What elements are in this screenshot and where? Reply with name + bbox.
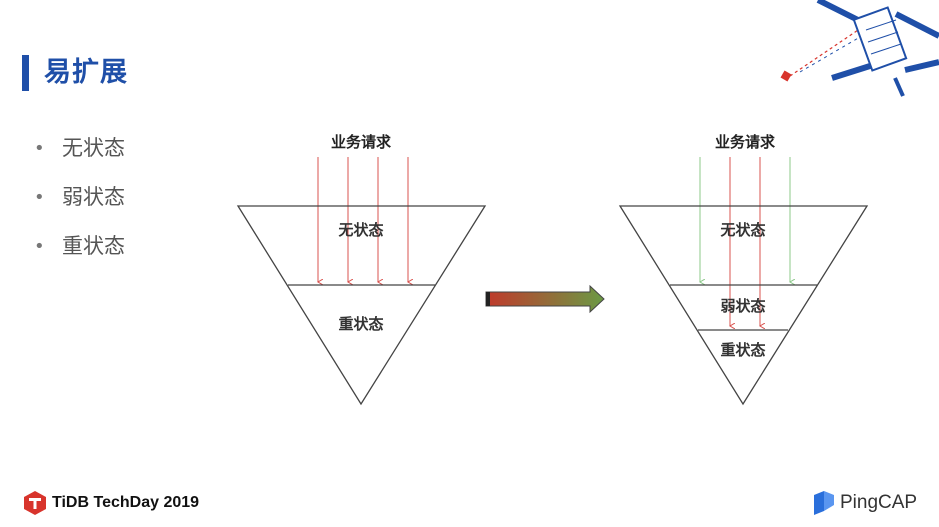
right-funnel-diagram: 业务请求 无状态 弱状态 重状态: [618, 133, 869, 406]
footer-brand-text: TiDB TechDay 2019: [52, 494, 200, 511]
bullet-item: 无状态: [34, 124, 125, 173]
left-funnel-diagram: 业务请求 无状态 重状态: [236, 133, 487, 406]
footer-brand-left: TiDB TechDay 2019: [24, 491, 199, 515]
bullet-item: 重状态: [34, 222, 125, 271]
left-request-label: 业务请求: [331, 133, 392, 151]
right-top-label: 无状态: [719, 221, 765, 239]
slide-title: 易扩展: [44, 57, 128, 88]
bullet-list: 无状态 弱状态 重状态: [34, 124, 125, 271]
funnel-outline: [618, 205, 869, 406]
pingcap-logo-icon: [814, 491, 834, 515]
left-top-label: 无状态: [337, 221, 383, 239]
right-request-label: 业务请求: [715, 133, 776, 151]
footer-brand-right-text: PingCAP: [840, 492, 918, 513]
footer-brand-right: PingCAP: [814, 491, 917, 515]
gradient-arrow-icon: [485, 284, 605, 314]
tidb-logo-icon: [24, 491, 46, 515]
bullet-item: 弱状态: [34, 173, 125, 222]
funnel-outline: [236, 205, 487, 406]
right-middle-label: 弱状态: [720, 297, 765, 315]
right-bottom-label: 重状态: [720, 341, 765, 359]
title-accent-bar: [22, 55, 29, 91]
left-bottom-label: 重状态: [338, 315, 383, 333]
satellite-icon: [780, 0, 939, 97]
